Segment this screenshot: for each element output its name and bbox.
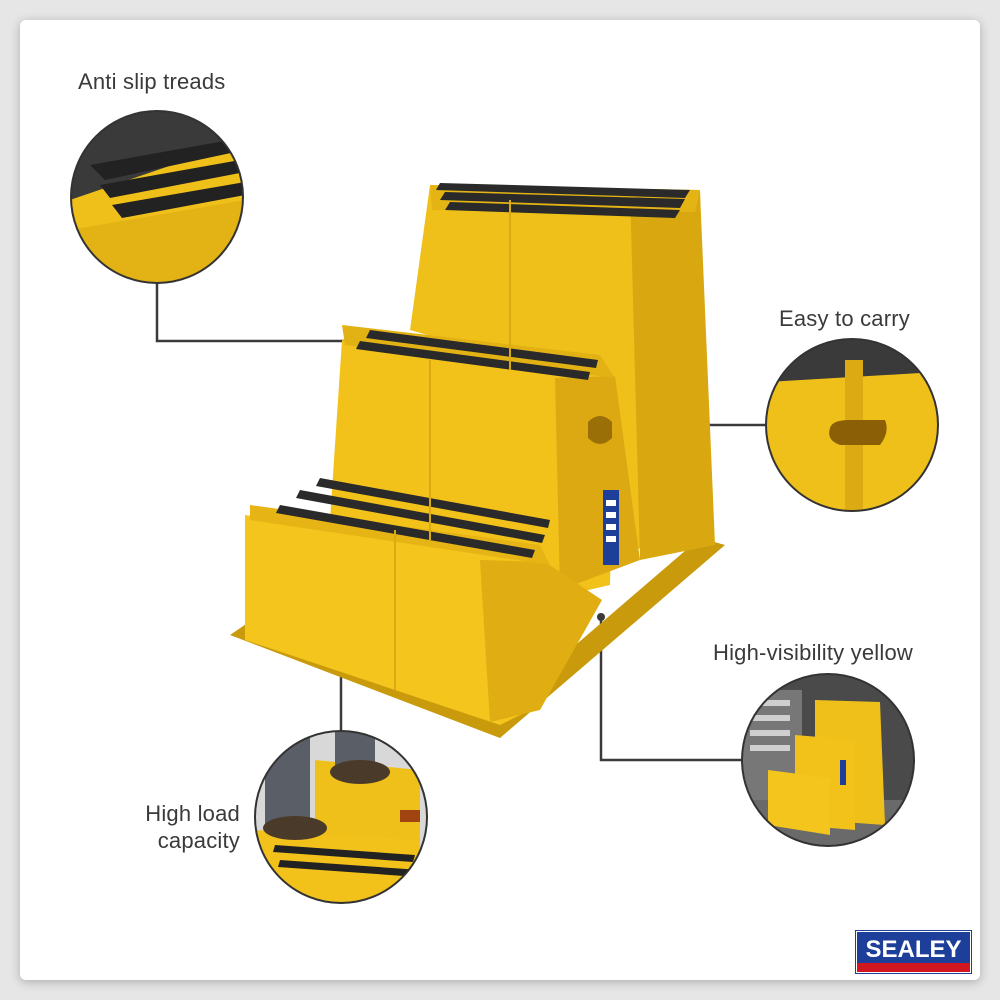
brand-name: SEALEY	[865, 936, 961, 963]
sealey-logo: SEALEY	[855, 930, 972, 974]
tread-detail-image	[71, 111, 243, 283]
callout-load-line2: capacity	[157, 828, 240, 853]
callout-high-vis: High-visibility yellow	[713, 640, 914, 665]
step-stool-image	[230, 183, 725, 738]
callout-load-capacity: High load capacity	[100, 800, 240, 854]
callout-load-line1: High load	[145, 801, 240, 826]
callout-easy-carry: Easy to carry	[779, 306, 910, 331]
callout-anti-slip: Anti slip treads	[78, 69, 226, 94]
